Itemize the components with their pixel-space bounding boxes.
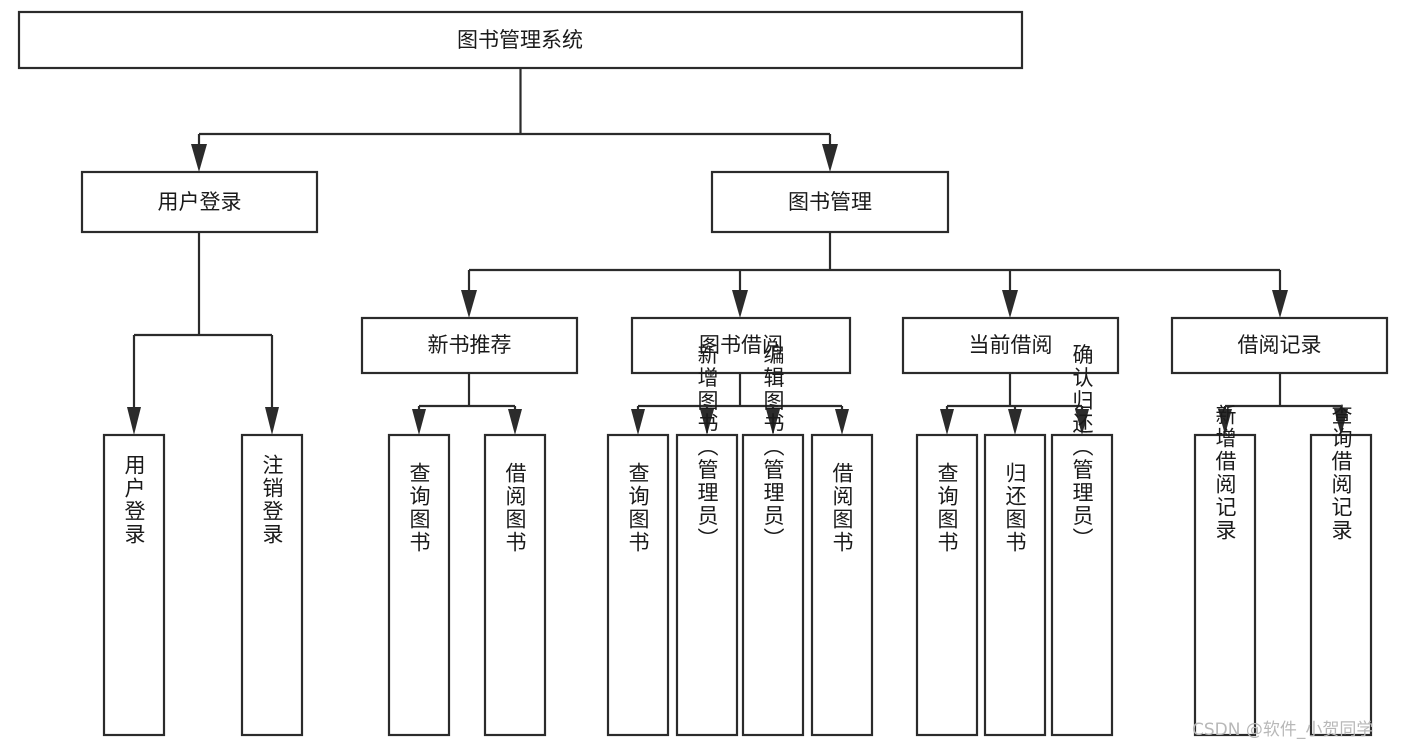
node-leaf-query-borrow-record-box[interactable]	[1309, 433, 1373, 737]
node-leaf-query-book-3-label: 查询图书	[935, 462, 959, 554]
arrow-head-leaf-logout	[265, 407, 279, 435]
node-leaf-logout-box[interactable]	[240, 433, 304, 737]
node-new-book-rec[interactable]: 新书推荐	[360, 316, 579, 375]
node-leaf-return-book-label: 归还图书	[1003, 462, 1027, 554]
node-user-login[interactable]: 用户登录	[80, 170, 319, 234]
node-leaf-borrow-book-1-box[interactable]	[483, 433, 547, 737]
node-leaf-confirm-return-admin-box[interactable]	[1050, 433, 1114, 737]
arrow-head-leaf-confirm-return	[1075, 409, 1089, 435]
node-new-book-rec-box[interactable]	[360, 316, 579, 375]
arrow-head-leaf-user-login	[127, 407, 141, 435]
node-leaf-confirm-return-admin[interactable]: 确认归还（管理员）	[1050, 344, 1114, 737]
node-user-login-label: 用户登录	[158, 190, 242, 214]
node-leaf-edit-book-admin-label: 编辑图书（管理员）	[761, 344, 785, 551]
node-borrow-record-label: 借阅记录	[1238, 333, 1322, 357]
node-leaf-query-borrow-record[interactable]: 查询借阅记录	[1309, 404, 1373, 737]
node-book-borrow[interactable]: 图书借阅	[630, 316, 852, 375]
arrow-head-book-borrow	[732, 290, 748, 318]
node-leaf-query-book-2-label: 查询图书	[626, 462, 650, 554]
node-leaf-add-book-admin[interactable]: 新增图书（管理员）	[675, 344, 739, 737]
arrow-head-leaf-return-book	[1008, 409, 1022, 435]
node-book-manage[interactable]: 图书管理	[710, 170, 950, 234]
node-leaf-edit-book-admin[interactable]: 编辑图书（管理员）	[741, 344, 805, 737]
node-leaf-user-login-box[interactable]	[102, 433, 166, 737]
node-leaf-add-borrow-record-box[interactable]	[1193, 433, 1257, 737]
node-leaf-confirm-return-admin-label: 确认归还（管理员）	[1070, 344, 1094, 551]
node-book-manage-label: 图书管理	[788, 190, 872, 214]
arrow-head-leaf-query-book-3	[940, 409, 954, 435]
node-leaf-borrow-book-2-box[interactable]	[810, 433, 874, 737]
node-leaf-add-book-admin-label: 新增图书（管理员）	[695, 344, 719, 551]
node-leaf-query-book-3[interactable]: 查询图书	[915, 433, 979, 737]
node-current-borrow-box[interactable]	[901, 316, 1120, 375]
arrow-head-leaf-borrow-book-2	[835, 409, 849, 435]
node-user-login-box[interactable]	[80, 170, 319, 234]
node-leaf-query-borrow-record-label: 查询借阅记录	[1329, 404, 1353, 542]
arrow-head-book-manage	[822, 144, 838, 172]
node-leaf-query-book-2[interactable]: 查询图书	[606, 433, 670, 737]
arrow-head-user-login	[191, 144, 207, 172]
connector-layer	[127, 68, 1348, 435]
node-current-borrow-label: 当前借阅	[969, 333, 1053, 357]
node-new-book-rec-label: 新书推荐	[428, 333, 512, 357]
node-leaf-add-borrow-record[interactable]: 新增借阅记录	[1193, 404, 1257, 737]
node-book-borrow-label: 图书借阅	[699, 333, 783, 357]
node-leaf-query-book-2-box[interactable]	[606, 433, 670, 737]
node-current-borrow[interactable]: 当前借阅	[901, 316, 1120, 375]
node-leaf-return-book-box[interactable]	[983, 433, 1047, 737]
arrow-head-leaf-add-borrow-record	[1218, 409, 1232, 435]
arrow-head-leaf-edit-book	[766, 409, 780, 435]
node-leaf-user-login[interactable]: 用户登录	[102, 433, 166, 737]
node-leaf-query-book-1-box[interactable]	[387, 433, 451, 737]
node-leaf-borrow-book-1[interactable]: 借阅图书	[483, 433, 547, 737]
node-leaf-edit-book-admin-box[interactable]	[741, 433, 805, 737]
node-book-borrow-box[interactable]	[630, 316, 852, 375]
arrow-head-leaf-add-book	[700, 409, 714, 435]
node-book-manage-box[interactable]	[710, 170, 950, 234]
node-leaf-user-login-label: 用户登录	[122, 454, 146, 546]
node-leaf-borrow-book-2-label: 借阅图书	[830, 462, 854, 554]
arrow-head-new-book-rec	[461, 290, 477, 318]
node-leaf-add-borrow-record-label: 新增借阅记录	[1213, 404, 1237, 542]
arrow-head-leaf-query-book-1	[412, 409, 426, 435]
arrow-head-borrow-record	[1272, 290, 1288, 318]
arrow-head-leaf-query-book-2	[631, 409, 645, 435]
node-leaf-add-book-admin-box[interactable]	[675, 433, 739, 737]
node-leaf-borrow-book-1-label: 借阅图书	[503, 462, 527, 554]
node-leaf-logout[interactable]: 注销登录	[240, 433, 304, 737]
node-leaf-return-book[interactable]: 归还图书	[983, 433, 1047, 737]
node-root-box[interactable]	[17, 10, 1024, 70]
node-leaf-logout-label: 注销登录	[260, 454, 284, 546]
node-leaf-query-book-1-label: 查询图书	[407, 462, 431, 554]
csdn-watermark: CSDN @软件_小贺同学	[1192, 720, 1374, 740]
node-leaf-borrow-book-2[interactable]: 借阅图书	[810, 433, 874, 737]
node-leaf-query-book-3-box[interactable]	[915, 433, 979, 737]
arrow-head-current-borrow	[1002, 290, 1018, 318]
node-root-label: 图书管理系统	[457, 28, 583, 52]
arrow-head-leaf-query-borrow-record	[1334, 409, 1348, 435]
node-borrow-record-box[interactable]	[1170, 316, 1389, 375]
arrow-head-leaf-borrow-book-1	[508, 409, 522, 435]
node-leaf-query-book-1[interactable]: 查询图书	[387, 433, 451, 737]
node-borrow-record[interactable]: 借阅记录	[1170, 316, 1389, 375]
node-root[interactable]: 图书管理系统	[17, 10, 1024, 70]
